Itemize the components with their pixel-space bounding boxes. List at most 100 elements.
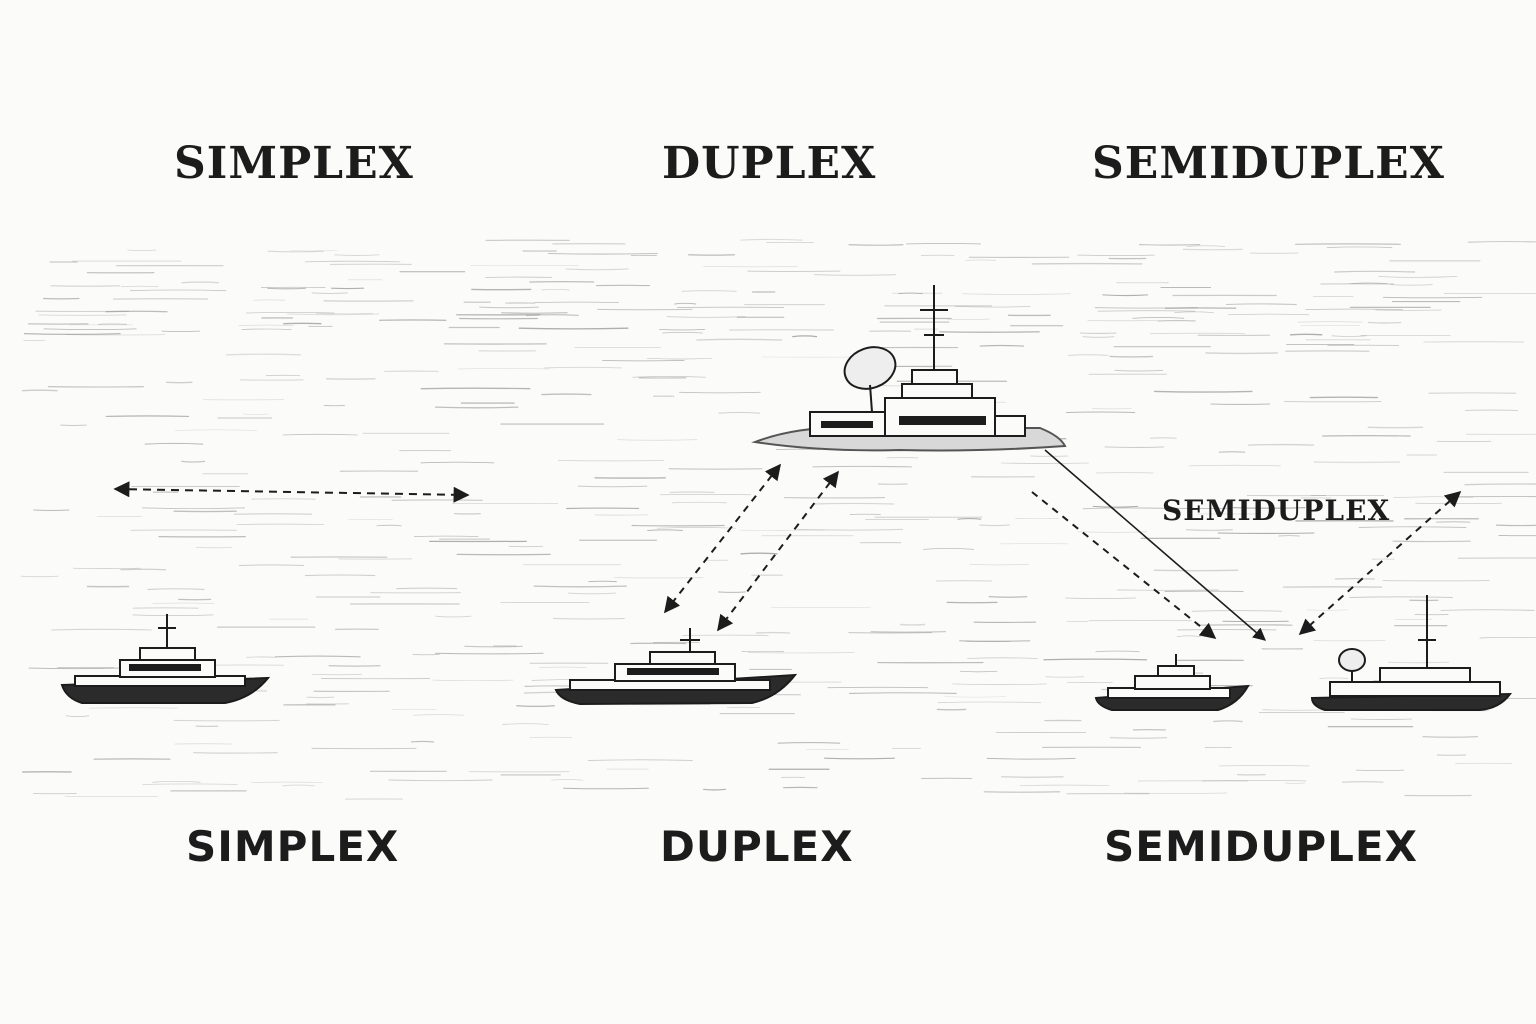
sea-wave-stroke	[420, 387, 531, 390]
sea-wave-stroke	[1176, 635, 1202, 637]
sea-wave-stroke	[1102, 294, 1149, 297]
sea-wave-stroke	[502, 723, 549, 725]
sea-wave-stroke	[812, 465, 913, 468]
sea-wave-stroke	[1225, 303, 1297, 306]
sea-wave-stroke	[243, 413, 269, 415]
sea-wave-stroke	[434, 406, 519, 409]
semiduplex-signal-arrow-return	[1298, 490, 1462, 636]
sea-wave-stroke	[38, 314, 127, 316]
sea-wave-stroke	[718, 411, 761, 414]
satellite-dish-icon-small	[1338, 648, 1366, 672]
sea-wave-stroke	[290, 249, 338, 252]
sea-wave-stroke	[152, 602, 215, 604]
sea-wave-stroke	[457, 368, 550, 370]
sea-wave-stroke	[98, 323, 128, 326]
sea-wave-stroke	[1188, 464, 1281, 467]
sea-wave-stroke	[518, 327, 629, 330]
sea-wave-stroke	[21, 389, 58, 392]
satellite-dish-icon	[843, 346, 897, 390]
sea-wave-stroke	[986, 757, 1076, 760]
sea-wave-stroke	[127, 249, 157, 252]
sea-wave-stroke	[954, 306, 1031, 308]
sea-wave-stroke	[898, 292, 923, 295]
sea-wave-stroke	[1095, 650, 1140, 653]
sea-wave-stroke	[1092, 505, 1139, 508]
duplex-signal-arrow-left	[664, 463, 781, 614]
sea-wave-stroke	[274, 655, 361, 658]
sea-wave-stroke	[674, 302, 697, 305]
sea-wave-stroke	[246, 312, 335, 314]
sea-wave-stroke	[1464, 483, 1536, 486]
sea-wave-stroke	[824, 757, 895, 760]
sea-wave-stroke	[1331, 335, 1367, 337]
sea-wave-stroke	[1153, 569, 1239, 572]
sea-wave-stroke	[132, 614, 214, 617]
sea-wave-stroke	[1228, 313, 1310, 316]
sea-wave-stroke	[1334, 270, 1416, 273]
sea-wave-stroke	[1097, 310, 1196, 312]
sea-wave-stroke	[516, 705, 555, 707]
sea-wave-stroke	[1349, 596, 1453, 598]
sea-wave-stroke	[28, 667, 121, 670]
sea-wave-stroke	[539, 666, 587, 668]
sea-wave-stroke	[147, 588, 205, 590]
sea-wave-stroke	[1186, 245, 1226, 247]
caption-semiduplex: SEMIDUPLEX	[1104, 822, 1418, 871]
sea-wave-stroke	[870, 630, 947, 633]
sea-wave-stroke	[792, 335, 818, 338]
sea-wave-stroke	[334, 254, 380, 256]
sea-wave-stroke	[565, 268, 629, 271]
sea-wave-stroke	[1191, 610, 1283, 612]
sea-wave-stroke	[632, 376, 706, 378]
sea-wave-stroke	[181, 281, 220, 284]
sea-wave-stroke	[717, 591, 747, 594]
sea-wave-stroke	[1382, 296, 1483, 299]
sea-wave-stroke	[678, 391, 761, 394]
sea-wave-stroke	[181, 460, 206, 463]
caption-duplex: DUPLEX	[660, 822, 854, 871]
semiduplex-signal-arrow-dashed	[1031, 491, 1217, 639]
sea-wave-stroke	[1077, 531, 1148, 533]
sea-wave-stroke	[923, 548, 975, 550]
sea-wave-stroke	[1262, 709, 1328, 711]
sea-wave-stroke	[1289, 333, 1323, 336]
sea-wave-stroke	[552, 618, 625, 620]
sea-wave-stroke	[543, 366, 622, 369]
sea-wave-stroke	[479, 306, 539, 309]
sea-wave-stroke	[304, 260, 401, 263]
sea-wave-stroke	[567, 592, 616, 595]
sea-wave-stroke	[1247, 443, 1315, 446]
sea-wave-stroke	[952, 683, 1047, 685]
sea-wave-stroke	[267, 250, 324, 253]
sea-wave-stroke	[777, 741, 841, 744]
sea-wave-stroke	[1232, 506, 1306, 509]
sea-wave-stroke	[526, 314, 579, 317]
simplex-boat	[60, 614, 271, 704]
sea-wave-stroke	[396, 587, 458, 590]
heading-duplex: DUPLEX	[662, 138, 877, 189]
sea-wave-stroke	[647, 358, 712, 360]
sea-wave-stroke	[1213, 720, 1243, 723]
sea-wave-stroke	[265, 374, 300, 377]
heading-semiduplex: SEMIDUPLEX	[1092, 138, 1445, 189]
sea-wave-stroke	[413, 714, 465, 716]
sea-wave-stroke	[668, 468, 763, 470]
sea-wave-stroke	[282, 433, 358, 436]
duplex-signal-arrow-right	[717, 470, 839, 632]
sea-wave-stroke	[747, 651, 855, 654]
coastal-station-with-dish	[751, 285, 1067, 452]
sea-wave-stroke	[287, 313, 380, 316]
sea-wave-stroke	[144, 442, 204, 445]
sea-wave-stroke	[1390, 284, 1433, 286]
sea-wave-stroke	[1341, 781, 1384, 783]
sea-wave-stroke	[142, 507, 245, 509]
sea-wave-stroke	[420, 461, 495, 464]
sea-wave-stroke	[659, 329, 706, 331]
sea-wave-stroke	[662, 331, 703, 334]
sea-wave-stroke	[967, 657, 1038, 659]
sea-wave-stroke	[1319, 677, 1349, 680]
sea-wave-stroke	[225, 353, 301, 356]
sea-wave-stroke	[410, 740, 435, 743]
